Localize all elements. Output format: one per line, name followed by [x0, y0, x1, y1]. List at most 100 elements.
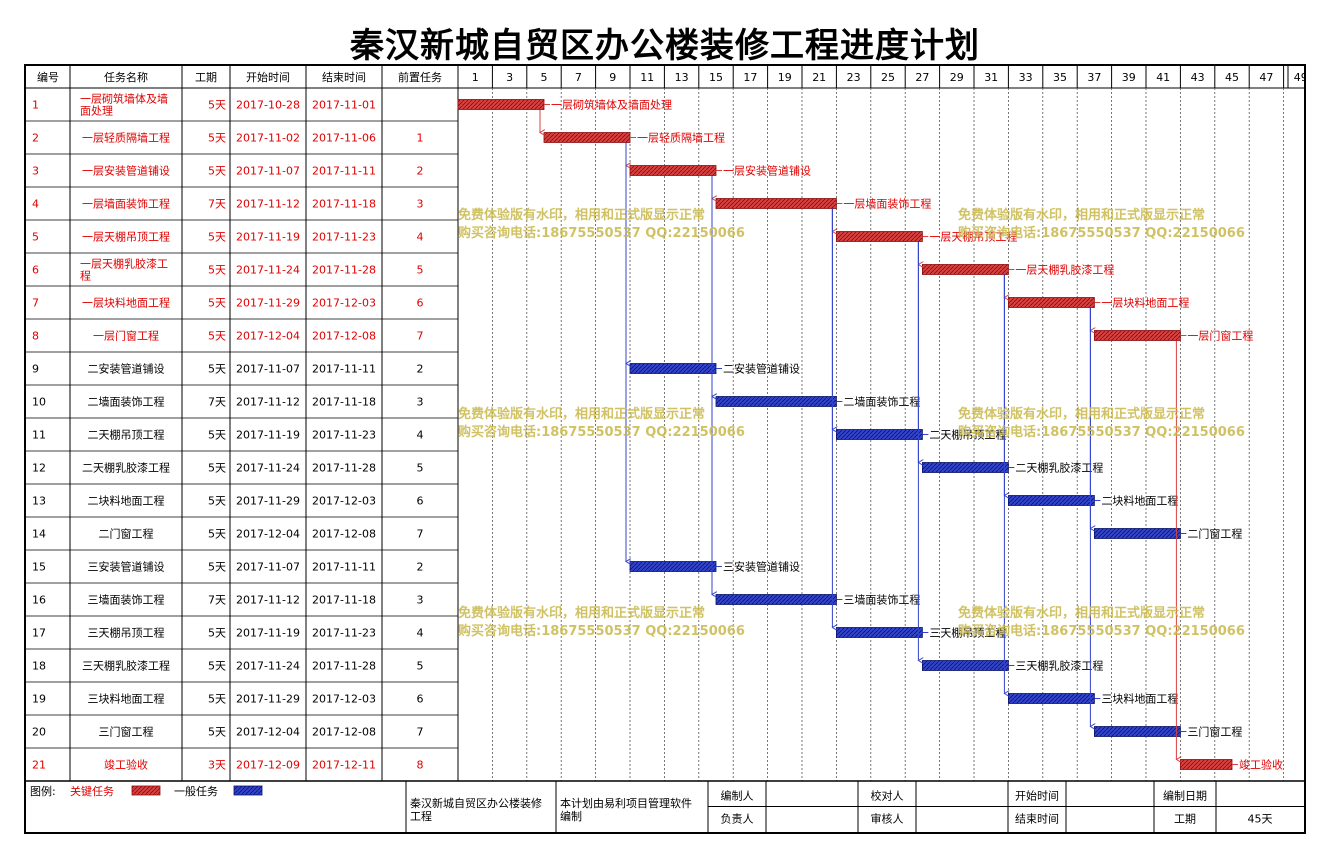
- timescale-label: 13: [675, 71, 689, 84]
- timescale-label: 9: [609, 71, 616, 84]
- footer-project-name: 秦汉新城自贸区办公楼装修: [410, 796, 542, 810]
- gantt-bar[interactable]: [629, 363, 717, 374]
- task-duration: 7天: [208, 198, 226, 211]
- gantt-bar[interactable]: [1008, 297, 1095, 308]
- gantt-bar[interactable]: [629, 165, 717, 176]
- timescale-label: 27: [915, 71, 929, 84]
- task-start: 2017-12-04: [236, 330, 300, 343]
- task-start: 2017-10-28: [236, 99, 300, 112]
- gantt-bar[interactable]: [1094, 330, 1181, 341]
- gantt-bar[interactable]: [543, 132, 631, 143]
- timescale-label: 17: [743, 71, 757, 84]
- task-end: 2017-11-06: [312, 132, 376, 145]
- task-predecessor: 6: [417, 495, 424, 508]
- task-predecessor: 1: [417, 132, 424, 145]
- timescale-label: 21: [812, 71, 826, 84]
- task-name: 三天棚乳胶漆工程: [82, 659, 170, 673]
- task-end: 2017-12-08: [312, 330, 376, 343]
- task-predecessor: 3: [417, 594, 424, 607]
- gantt-bar[interactable]: [1180, 759, 1233, 770]
- gantt-bar[interactable]: [457, 99, 545, 110]
- gantt-bar[interactable]: [922, 660, 1009, 671]
- gantt-bar[interactable]: [1008, 693, 1095, 704]
- task-start: 2017-11-12: [236, 396, 300, 409]
- timescale-label: 11: [640, 71, 654, 84]
- task-id: 14: [32, 528, 46, 541]
- task-duration: 7天: [208, 594, 226, 607]
- task-predecessor: 2: [417, 165, 424, 178]
- gantt-bar[interactable]: [715, 198, 837, 209]
- watermark-text: 免费体验版有水印，相用和正式版显示正常: [958, 406, 1205, 422]
- task-start: 2017-11-19: [236, 231, 300, 244]
- bar-label: 二天棚乳胶漆工程: [1015, 461, 1103, 475]
- task-predecessor: 7: [417, 726, 424, 739]
- task-predecessor: 7: [417, 330, 424, 343]
- task-start: 2017-11-24: [236, 660, 300, 673]
- task-duration: 5天: [208, 495, 226, 508]
- task-name: 三门窗工程: [99, 725, 154, 739]
- timescale-label: 43: [1191, 71, 1205, 84]
- bar-label: 一层天棚乳胶漆工程: [1015, 263, 1114, 277]
- legend-critical-swatch: [131, 785, 161, 796]
- task-id: 2: [32, 132, 39, 145]
- gantt-bar[interactable]: [715, 594, 837, 605]
- task-predecessor: 6: [417, 693, 424, 706]
- timescale-label: 47: [1259, 71, 1273, 84]
- timescale-label: 19: [778, 71, 792, 84]
- watermark-text: 免费体验版有水印，相用和正式版显示正常: [958, 207, 1205, 223]
- timescale-label: 33: [1019, 71, 1033, 84]
- gantt-bar[interactable]: [836, 627, 923, 638]
- bar-label: 三安装管道铺设: [723, 560, 800, 574]
- watermark-text: 购买咨询电话:18675550537 QQ:22150066: [958, 424, 1245, 440]
- task-id: 4: [32, 198, 39, 211]
- watermark-text: 购买咨询电话:18675550537 QQ:22150066: [458, 225, 745, 241]
- task-name: 二墙面装饰工程: [88, 395, 165, 409]
- task-duration: 5天: [208, 330, 226, 343]
- task-end: 2017-11-28: [312, 264, 376, 277]
- bar-label: 二门窗工程: [1187, 527, 1242, 541]
- gantt-bar[interactable]: [1008, 495, 1095, 506]
- task-name: 一层天棚乳胶漆工: [80, 257, 168, 271]
- task-id: 3: [32, 165, 39, 178]
- gantt-bar[interactable]: [715, 396, 837, 407]
- timescale-label: 5: [541, 71, 548, 84]
- task-predecessor: 2: [417, 363, 424, 376]
- gantt-bar[interactable]: [922, 462, 1009, 473]
- task-name: 三安装管道铺设: [88, 560, 165, 574]
- column-header: 任务名称: [104, 70, 148, 84]
- task-duration: 5天: [208, 99, 226, 112]
- bar-label: 一层天棚吊顶工程: [929, 230, 1017, 244]
- footer-software-note: 编制: [560, 809, 582, 823]
- task-predecessor: 4: [417, 627, 424, 640]
- gantt-bar[interactable]: [836, 231, 923, 242]
- gantt-bar[interactable]: [922, 264, 1009, 275]
- gantt-bar[interactable]: [836, 429, 923, 440]
- bar-label: 一层门窗工程: [1187, 329, 1253, 343]
- gantt-bar[interactable]: [1094, 528, 1181, 539]
- task-start: 2017-11-12: [236, 198, 300, 211]
- task-id: 5: [32, 231, 39, 244]
- task-start: 2017-11-07: [236, 561, 300, 574]
- footer-checker-label: 校对人: [871, 789, 904, 803]
- timescale-label: 49: [1294, 71, 1304, 84]
- gantt-bar[interactable]: [629, 561, 717, 572]
- task-start: 2017-11-24: [236, 462, 300, 475]
- task-start: 2017-11-29: [236, 495, 300, 508]
- bar-label: 二天棚吊顶工程: [929, 428, 1006, 442]
- task-duration: 3天: [208, 759, 226, 772]
- task-end: 2017-11-18: [312, 594, 376, 607]
- gantt-bar[interactable]: [1094, 726, 1181, 737]
- footer-duration-label: 工期: [1174, 813, 1196, 826]
- task-name: 一层墙面装饰工程: [82, 197, 170, 211]
- timescale-label: 45: [1225, 71, 1239, 84]
- task-end: 2017-11-23: [312, 231, 376, 244]
- task-end: 2017-12-03: [312, 495, 376, 508]
- timescale-label: 31: [984, 71, 998, 84]
- task-name: 三墙面装饰工程: [88, 593, 165, 607]
- task-name: 二天棚吊顶工程: [88, 428, 165, 442]
- timescale-label: 41: [1156, 71, 1170, 84]
- task-id: 8: [32, 330, 39, 343]
- watermark-text: 购买咨询电话:18675550537 QQ:22150066: [958, 225, 1245, 241]
- task-name: 竣工验收: [104, 758, 148, 772]
